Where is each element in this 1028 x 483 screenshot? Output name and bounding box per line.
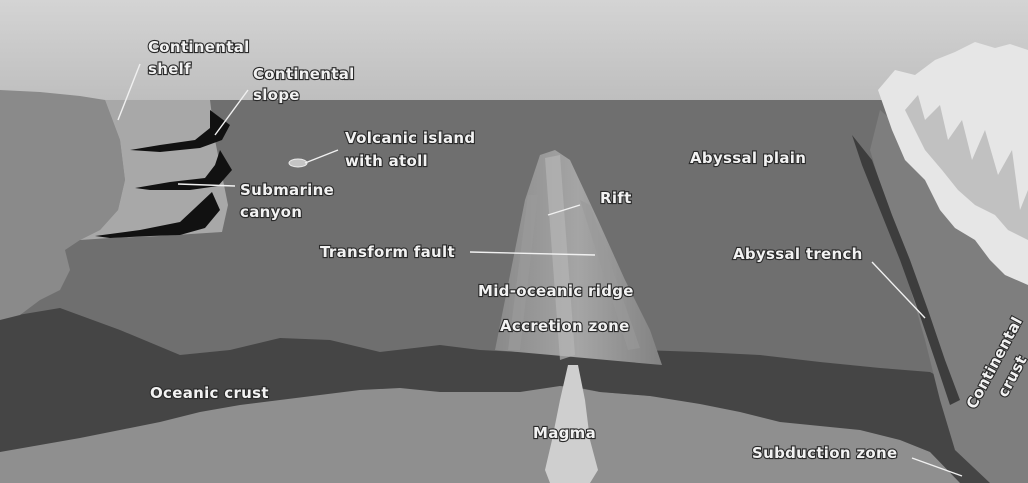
- label-subduction-zone: Subduction zone: [752, 444, 897, 462]
- label-rift: Rift: [600, 189, 632, 207]
- label-abyssal-plain: Abyssal plain: [690, 149, 806, 167]
- label-mid-oceanic-ridge: Mid-oceanic ridge: [478, 282, 634, 300]
- label-transform-fault: Transform fault: [320, 243, 455, 261]
- label-oceanic-crust: Oceanic crust: [150, 384, 269, 402]
- label-magma: Magma: [533, 424, 596, 442]
- label-accretion-zone: Accretion zone: [500, 317, 630, 335]
- volcanic-island-shape: [289, 159, 307, 167]
- label-abyssal-trench: Abyssal trench: [733, 245, 863, 263]
